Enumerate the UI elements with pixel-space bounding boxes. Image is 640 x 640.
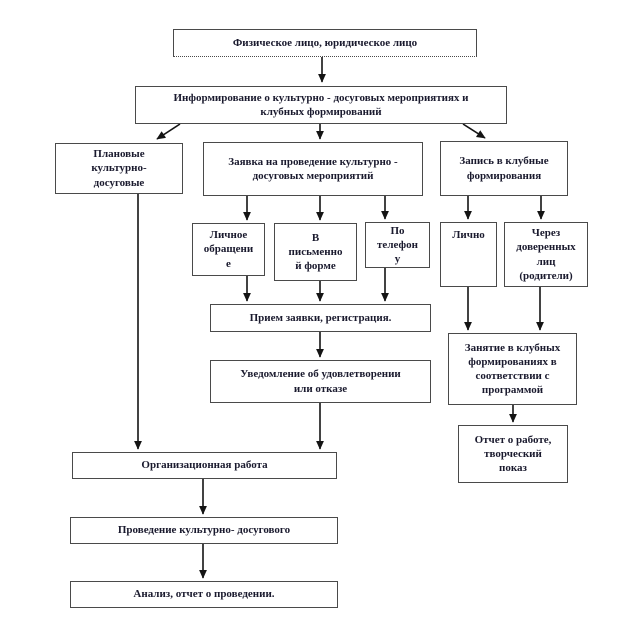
node-notification: Уведомление об удовлетворении или отказе xyxy=(210,360,431,403)
node-registration: Прием заявки, регистрация. xyxy=(210,304,431,332)
node-in-person: Лично xyxy=(440,222,497,287)
node-report-show: Отчет о работе, творческий показ xyxy=(458,425,568,483)
node-via-proxy: Через доверенных лиц (родители) xyxy=(504,222,588,287)
arrow-informing-club-signup xyxy=(462,123,486,139)
node-planned: Плановые культурно- досуговые xyxy=(55,143,183,194)
arrow-informing-planned xyxy=(156,123,181,140)
node-by-phone: По телефон у xyxy=(365,222,430,268)
node-event-holding: Проведение культурно- досугового xyxy=(70,517,338,544)
node-club-sessions: Занятие в клубных формированиях в соотве… xyxy=(448,333,577,405)
node-personal-visit: Личное обращени е xyxy=(192,223,265,276)
node-club-signup: Запись в клубные формирования xyxy=(440,141,568,196)
node-request: Заявка на проведение культурно - досугов… xyxy=(203,142,423,196)
node-entity: Физическое лицо, юридическое лицо xyxy=(173,29,477,57)
node-analysis: Анализ, отчет о проведении. xyxy=(70,581,338,608)
node-org-work: Организационная работа xyxy=(72,452,337,479)
node-written-form: В письменно й форме xyxy=(274,223,357,281)
node-informing: Информирование о культурно - досуговых м… xyxy=(135,86,507,124)
